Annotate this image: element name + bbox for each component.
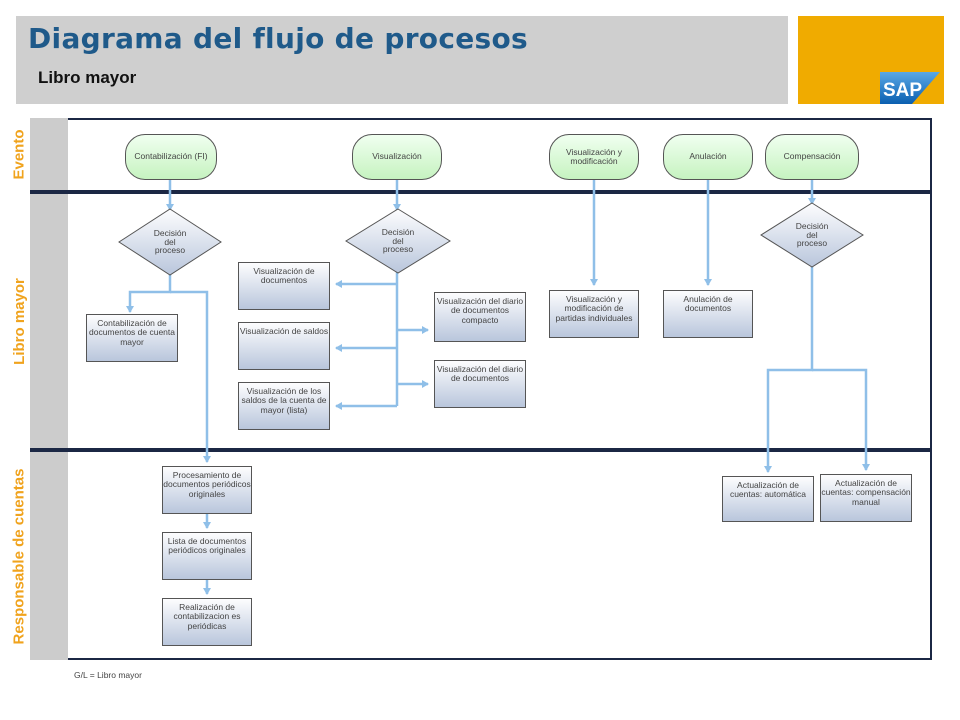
task-anulacion-docs: Anulación de documentos	[663, 290, 753, 338]
task-lista-periodicos: Lista de documentos periódicos originale…	[162, 532, 252, 580]
task-proc-periodicos: Procesamiento de documentos periódicos o…	[162, 466, 252, 514]
task-vis-saldos: Visualización de saldos	[238, 322, 330, 370]
gateway-decision-2-label: Decisión del proceso	[381, 226, 415, 255]
gateway-decision-1-label: Decisión del proceso	[153, 227, 187, 256]
gateway-decision-3-label: Decisión del proceso	[795, 220, 829, 249]
footnote: G/L = Libro mayor	[74, 670, 142, 680]
page-title: Diagrama del flujo de procesos	[28, 22, 528, 55]
task-vis-saldos-lista: Visualización de los saldos de la cuenta…	[238, 382, 330, 430]
task-vis-diario: Visualización del diario de documentos	[434, 360, 526, 408]
event-compensacion: Compensación	[765, 134, 859, 180]
task-vis-diario-compacto: Visualización del diario de documentos c…	[434, 292, 526, 342]
task-vis-mod-partidas: Visualización y modificación de partidas…	[549, 290, 639, 338]
task-vis-documentos: Visualización de documentos	[238, 262, 330, 310]
event-visualizacion: Visualización	[352, 134, 442, 180]
event-contabilizacion: Contabilización (FI)	[125, 134, 217, 180]
header-bar: Diagrama del flujo de procesos Libro may…	[16, 16, 788, 104]
gateway-decision-1: Decisión del proceso	[118, 208, 222, 276]
task-act-automatica: Actualización de cuentas: automática	[722, 476, 814, 522]
gateway-decision-3: Decisión del proceso	[760, 202, 864, 268]
lane-divider	[30, 190, 932, 194]
event-anulacion: Anulación	[663, 134, 753, 180]
sap-logo: SAP	[880, 72, 940, 104]
task-realizacion-periodicas: Realización de contabilizacion es periód…	[162, 598, 252, 646]
lane-divider	[30, 448, 932, 452]
swimlane-area	[68, 118, 932, 660]
sap-logo-text: SAP	[883, 80, 922, 101]
task-contab-doc-mayor: Contabilización de documentos de cuenta …	[86, 314, 178, 362]
gateway-decision-2: Decisión del proceso	[345, 208, 451, 274]
task-act-manual: Actualización de cuentas: compensación m…	[820, 474, 912, 522]
diamond-shape	[760, 202, 864, 268]
diamond-shape	[118, 208, 222, 276]
lane-label-column	[30, 118, 68, 660]
diamond-shape	[345, 208, 451, 274]
page-subtitle: Libro mayor	[38, 68, 137, 87]
event-visualizacion-modificacion: Visualización y modificación	[549, 134, 639, 180]
